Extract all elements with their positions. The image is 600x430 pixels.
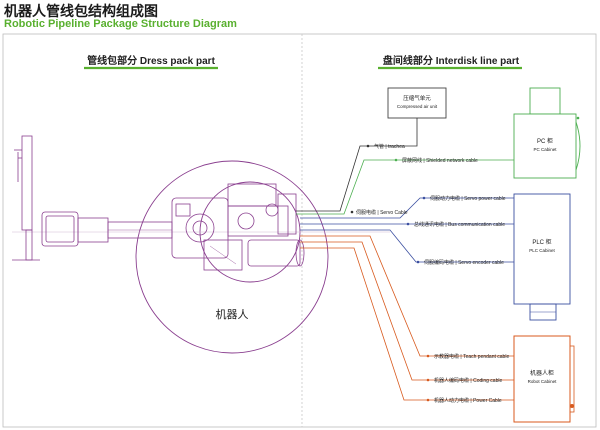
compressed-air-label-en: Compressed air unit <box>397 104 438 109</box>
robot-range-circle <box>135 160 329 354</box>
cable-teach-dot <box>426 354 430 358</box>
cable-trachea-line <box>296 118 418 212</box>
cable-servo-encoder-label: 伺服编码电缆 | Servo encoder cable <box>424 259 504 266</box>
pc-cabinet-label-en: PC Cabinet <box>533 147 557 152</box>
cable-shielded-label: 屏蔽网线 | Shielded network cable <box>402 157 478 164</box>
cable-servo-dot <box>350 210 354 214</box>
cable-teach-line <box>300 235 514 357</box>
cable-servo-power-label: 伺服动力电缆 | Servo power cable <box>430 195 506 202</box>
cable-shielded-dot <box>394 158 398 162</box>
cable-bus-label: 总线通讯电缆 | Bus communication cable <box>414 221 505 228</box>
cable-servo-power-line <box>300 197 514 219</box>
pc-cabinet-label-cn: PC 柜 <box>537 137 553 145</box>
robot-cabinet <box>513 335 575 423</box>
cable-servo-power-dot <box>422 196 426 200</box>
cable-power-dot <box>426 398 430 402</box>
cable-servo-label: 伺服电缆 | Servo Cable <box>356 209 408 216</box>
cable-teach-label: 示教器电缆 | Teach pendant cable <box>434 353 509 360</box>
compressed-air-label-cn: 压缩气单元 <box>403 94 431 102</box>
cable-coding-dot <box>426 378 430 382</box>
plc-cabinet <box>513 193 571 321</box>
robot-drawing <box>12 135 305 271</box>
plc-cabinet-label-en: PLC Cabinet <box>529 248 555 253</box>
cable-coding-label: 机器人编码电缆 | Coding cable <box>434 377 502 384</box>
cable-bus-dot <box>406 222 410 226</box>
cable-servo-encoder-dot <box>416 260 420 264</box>
diagram-frame <box>2 33 597 428</box>
robot-cabinet-label-en: Robot Cabinet <box>528 379 558 384</box>
plc-cabinet-label-cn: PLC 柜 <box>532 238 551 246</box>
cable-power-line <box>300 247 514 401</box>
cable-trachea-label: 气管 | trachea <box>374 143 405 150</box>
cable-power-label: 机器人动力电缆 | Power Cable <box>434 397 502 404</box>
cable-trachea-dot <box>366 144 370 148</box>
compressed-air-unit <box>387 87 447 119</box>
diagram-title-cn: 机器人管线包结构组成图 <box>4 3 158 19</box>
cable-servo-encoder-line <box>300 229 514 263</box>
section-title-interdisk: 盘间线部分 Interdisk line part <box>383 54 520 67</box>
robot-cabinet-label-cn: 机器人柜 <box>530 369 554 377</box>
diagram-title-en: Robotic Pipeline Package Structure Diagr… <box>4 18 237 30</box>
cable-shielded-line <box>296 159 514 215</box>
section-title-dress-pack: 管线包部分 Dress pack part <box>87 54 215 67</box>
robot-label: 机器人 <box>216 307 249 321</box>
pc-cabinet <box>513 87 581 179</box>
cable-coding-line <box>300 241 514 381</box>
